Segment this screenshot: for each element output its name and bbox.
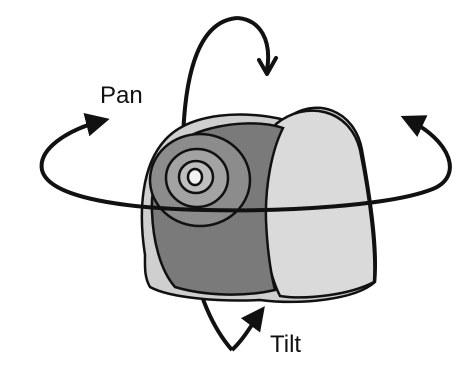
tilt-label: Tilt	[270, 331, 301, 358]
lens-center	[188, 169, 202, 185]
pan-label: Pan	[100, 82, 143, 109]
